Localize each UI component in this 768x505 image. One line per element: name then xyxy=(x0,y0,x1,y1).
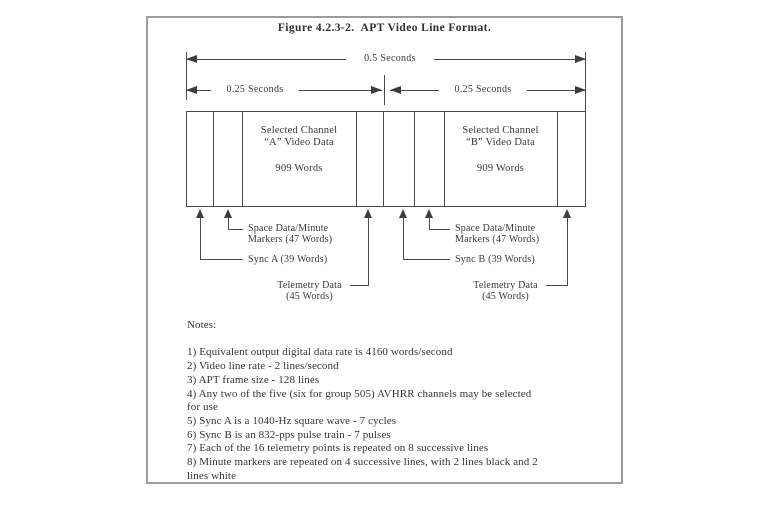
notes-block: Notes: 1) Equivalent output digital data… xyxy=(187,319,541,483)
dim-total-label: 0.5 Seconds xyxy=(346,53,434,64)
notes-spacer xyxy=(187,333,541,347)
figure-title: Figure 4.2.3-2. APT Video Line Format. xyxy=(277,22,492,34)
arrowhead-left-icon xyxy=(186,55,197,63)
callout-line-space-b xyxy=(429,216,430,230)
telemetry-b-line1: Telemetry Data xyxy=(473,280,538,291)
note-item: 2) Video line rate - 2 lines/second xyxy=(187,360,339,373)
callout-arrow-up-icon xyxy=(363,209,372,218)
callout-arrow-up-icon xyxy=(223,209,232,218)
arrowhead-right-icon xyxy=(371,86,382,94)
channel-b-words: 909 Words xyxy=(476,163,525,174)
video-line-box xyxy=(186,111,586,207)
callout-arrow-up-icon xyxy=(424,209,433,218)
sync-b-label: Sync B (39 Words) xyxy=(455,254,535,265)
note-item: 7) Each of the 16 telemetry points is re… xyxy=(187,442,489,455)
space-data-a-line2: Markers (47 Words) xyxy=(248,234,333,245)
sync-a-label: Sync A (39 Words) xyxy=(248,254,328,265)
extension-line-center xyxy=(384,75,385,105)
callout-arrow-up-icon xyxy=(195,209,204,218)
segment-divider xyxy=(557,111,558,207)
note-item: 5) Sync A is a 1040-Hz square wave - 7 c… xyxy=(187,414,397,427)
space-data-b-label: Space Data/Minute Markers (47 Words) xyxy=(455,223,539,245)
dim-half-b-label: 0.25 Seconds xyxy=(439,84,527,95)
callout-line-space-a xyxy=(228,229,243,230)
channel-b-label: Selected Channel “B” Video Data xyxy=(462,125,539,148)
segment-divider xyxy=(383,111,384,207)
note-item: 1) Equivalent output digital data rate i… xyxy=(187,346,453,359)
space-data-b-line2: Markers (47 Words) xyxy=(455,234,540,245)
arrowhead-left-icon xyxy=(186,86,197,94)
segment-divider xyxy=(213,111,214,207)
note-item: 8) Minute markers are repeated on 4 succ… xyxy=(187,456,538,482)
dim-half-a-label: 0.25 Seconds xyxy=(211,84,299,95)
callout-line-space-b xyxy=(429,229,450,230)
channel-a-label: Selected Channel “A” Video Data xyxy=(260,125,338,148)
callout-arrow-up-icon xyxy=(398,209,407,218)
callout-line-sync-b xyxy=(403,259,450,260)
callout-arrow-up-icon xyxy=(562,209,571,218)
arrowhead-left-icon xyxy=(390,86,401,94)
callout-line-telemetry-b xyxy=(546,285,567,286)
note-item: 3) APT frame size - 128 lines xyxy=(187,373,320,386)
callout-line-telemetry-a xyxy=(368,216,369,286)
segment-divider xyxy=(444,111,445,207)
extension-line-right xyxy=(585,52,586,111)
space-data-a-line1: Space Data/Minute xyxy=(248,223,329,234)
callout-line-sync-a xyxy=(200,216,201,260)
extension-line-left xyxy=(186,52,187,100)
space-data-b-line1: Space Data/Minute xyxy=(455,223,536,234)
callout-line-sync-a xyxy=(200,259,243,260)
space-data-a-label: Space Data/Minute Markers (47 Words) xyxy=(248,223,332,245)
channel-a-words: 909 Words xyxy=(275,163,323,174)
arrowhead-right-icon xyxy=(575,55,586,63)
callout-line-space-a xyxy=(228,216,229,230)
note-item: 6) Sync B is an 832-pps pulse train - 7 … xyxy=(187,428,391,441)
segment-divider xyxy=(414,111,415,207)
callout-line-telemetry-a xyxy=(350,285,368,286)
telemetry-b-label: Telemetry Data (45 Words) xyxy=(468,280,543,302)
arrowhead-right-icon xyxy=(575,86,586,94)
segment-divider xyxy=(356,111,357,207)
telemetry-a-line2: (45 Words) xyxy=(286,291,333,302)
note-item: 4) Any two of the five (six for group 50… xyxy=(187,387,532,414)
notes-heading: Notes: xyxy=(187,319,217,331)
telemetry-a-label: Telemetry Data (45 Words) xyxy=(272,280,347,302)
callout-line-telemetry-b xyxy=(567,216,568,286)
telemetry-a-line1: Telemetry Data xyxy=(277,280,342,291)
callout-line-sync-b xyxy=(403,216,404,260)
segment-divider xyxy=(242,111,243,207)
telemetry-b-line2: (45 Words) xyxy=(482,291,529,302)
